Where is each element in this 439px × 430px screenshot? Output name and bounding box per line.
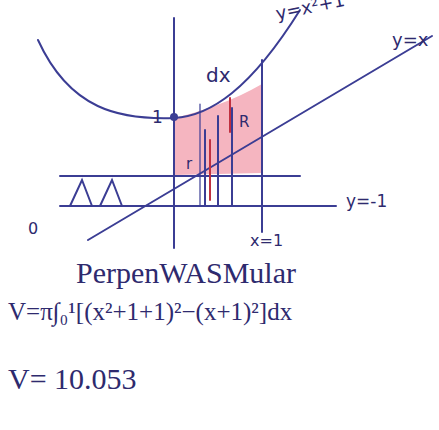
volume-formula: V=π∫₀¹[(x²+1+1)²−(x+1)²]dx (8, 298, 292, 326)
intercept-dot (170, 113, 178, 121)
line-y-x (88, 36, 432, 240)
axis-label: 0 (28, 220, 38, 238)
curve-label: y=x (392, 30, 428, 50)
radius-label: R (239, 114, 249, 131)
radius-label: r (186, 156, 192, 173)
method-title: PerpenWASMular (76, 256, 296, 289)
volume-result: V= 10.053 (8, 362, 137, 395)
y-axis (173, 18, 175, 248)
intercept-label: 1 (152, 108, 163, 127)
strip-mark (229, 98, 231, 132)
radius-r (209, 140, 211, 200)
washer-strip (204, 130, 206, 206)
radius-R (231, 108, 233, 206)
washer-strip (217, 116, 219, 206)
strip-edge (199, 104, 200, 206)
axis-marks (70, 180, 122, 206)
x-one-line (261, 60, 263, 232)
x-axis (60, 175, 300, 177)
line-label: y=-1 (346, 192, 387, 211)
parabola (38, 10, 300, 118)
line-label: x=1 (250, 232, 283, 250)
differential-label: dx (206, 64, 231, 86)
curve-label: y=x²+1 (274, 0, 347, 24)
